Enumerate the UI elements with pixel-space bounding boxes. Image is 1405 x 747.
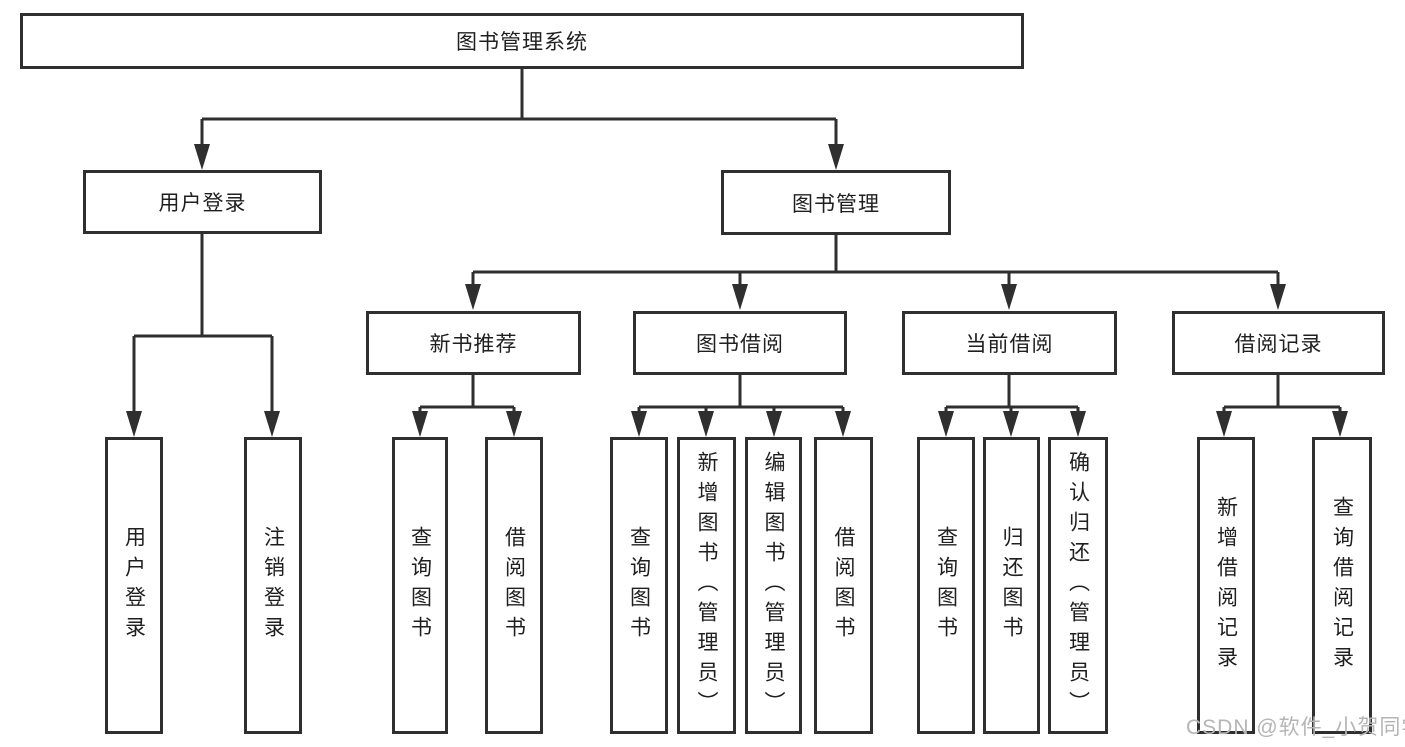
leaf-label: 查询图书 bbox=[408, 525, 432, 646]
node-current-borrowing: 当前借阅 bbox=[902, 311, 1117, 375]
leaf-query-books-newbooks: 查询图书 bbox=[392, 437, 448, 734]
leaf-return-books: 归还图书 bbox=[983, 437, 1040, 734]
leaf-label: 查询借阅记录 bbox=[1330, 495, 1354, 676]
leaf-add-books-admin: 新增图书（管理员） bbox=[677, 437, 736, 734]
leaf-label: 编辑图书（管理员） bbox=[762, 450, 785, 721]
leaf-label: 查询图书 bbox=[934, 525, 958, 646]
leaf-label: 新增图书（管理员） bbox=[695, 450, 718, 721]
leaf-confirm-return-admin: 确认归还（管理员） bbox=[1048, 437, 1108, 734]
leaf-user-login: 用户登录 bbox=[105, 437, 163, 734]
leaf-label: 新增借阅记录 bbox=[1214, 495, 1238, 676]
node-borrowing-records: 借阅记录 bbox=[1172, 311, 1385, 375]
leaf-borrow-books-borrowing: 借阅图书 bbox=[814, 437, 873, 734]
node-book-management: 图书管理 bbox=[721, 170, 951, 235]
root-node-library-system: 图书管理系统 bbox=[20, 13, 1024, 69]
leaf-label: 确认归还（管理员） bbox=[1066, 450, 1090, 721]
leaf-label: 用户登录 bbox=[122, 525, 146, 646]
csdn-watermark: CSDN @软件_小贺同学 bbox=[1186, 716, 1405, 739]
leaf-add-borrow-record: 新增借阅记录 bbox=[1197, 437, 1255, 734]
node-new-book-recommendation: 新书推荐 bbox=[366, 311, 581, 375]
leaf-borrow-books-newbooks: 借阅图书 bbox=[485, 437, 543, 734]
leaf-query-borrow-record: 查询借阅记录 bbox=[1312, 437, 1372, 734]
leaf-logout: 注销登录 bbox=[244, 437, 302, 734]
leaf-edit-books-admin: 编辑图书（管理员） bbox=[745, 437, 802, 734]
node-user-login: 用户登录 bbox=[83, 170, 322, 234]
leaf-label: 借阅图书 bbox=[832, 525, 855, 646]
leaf-label: 注销登录 bbox=[261, 525, 285, 646]
leaf-label: 查询图书 bbox=[627, 525, 651, 646]
node-book-borrowing: 图书借阅 bbox=[633, 311, 847, 375]
leaf-label: 归还图书 bbox=[1000, 525, 1023, 646]
leaf-label: 借阅图书 bbox=[502, 525, 526, 646]
leaf-query-books-current: 查询图书 bbox=[917, 437, 975, 734]
leaf-query-books-borrowing: 查询图书 bbox=[610, 437, 668, 734]
